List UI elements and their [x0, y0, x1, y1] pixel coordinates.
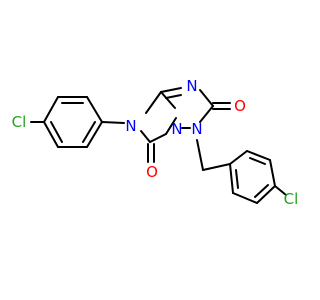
- nitrogen-atom-triazole-top: N: [186, 77, 197, 95]
- imidazolidinone-ring: [101, 91, 177, 163]
- bond: [199, 105, 214, 123]
- bond: [86, 96, 103, 123]
- double-bond-inner: [235, 169, 239, 189]
- bond: [145, 91, 162, 114]
- nitrogen-atom-triazole: N: [191, 120, 202, 138]
- chlorine-atom-right: Cl: [284, 190, 299, 208]
- bond: [269, 159, 276, 187]
- molecule-canvas: Cl N N N N O O Cl: [12, 77, 299, 208]
- triazolone-ring: [160, 87, 231, 129]
- bond: [229, 163, 234, 194]
- bond-aryl-n: [101, 121, 125, 124]
- atom-labels: Cl N N N N O O Cl: [12, 77, 299, 208]
- right-chlorophenyl-ring: [229, 150, 276, 204]
- bond: [165, 117, 177, 135]
- double-bond-inner: [165, 94, 182, 99]
- double-bond-inner: [82, 121, 96, 143]
- bond-c-cl-right: [274, 185, 287, 196]
- double-bond-inner: [254, 184, 269, 198]
- bond: [86, 121, 103, 148]
- bond-n-ch2: [196, 139, 204, 171]
- nitrogen-atom-bridge: N: [171, 120, 182, 138]
- bond-ch2-aryl: [202, 163, 231, 171]
- bond: [256, 185, 276, 204]
- left-chlorophenyl-ring: [43, 96, 103, 148]
- bond: [232, 192, 258, 204]
- molecule-structure: Cl N N N N O O Cl: [12, 77, 299, 208]
- bond: [140, 130, 151, 143]
- nitrogen-atom-ring: N: [125, 117, 136, 135]
- chlorine-atom-left: Cl: [12, 113, 27, 131]
- oxygen-atom-bottom: O: [146, 163, 158, 181]
- double-bond-inner: [50, 121, 63, 143]
- bond: [160, 87, 182, 93]
- bond: [43, 121, 59, 148]
- bond: [246, 150, 271, 161]
- bond: [199, 89, 214, 107]
- bond: [43, 96, 59, 123]
- oxygen-atom-right: O: [234, 97, 246, 115]
- bond: [229, 150, 248, 165]
- double-bond-inner: [249, 157, 266, 165]
- bond: [149, 133, 167, 143]
- bond: [160, 91, 176, 109]
